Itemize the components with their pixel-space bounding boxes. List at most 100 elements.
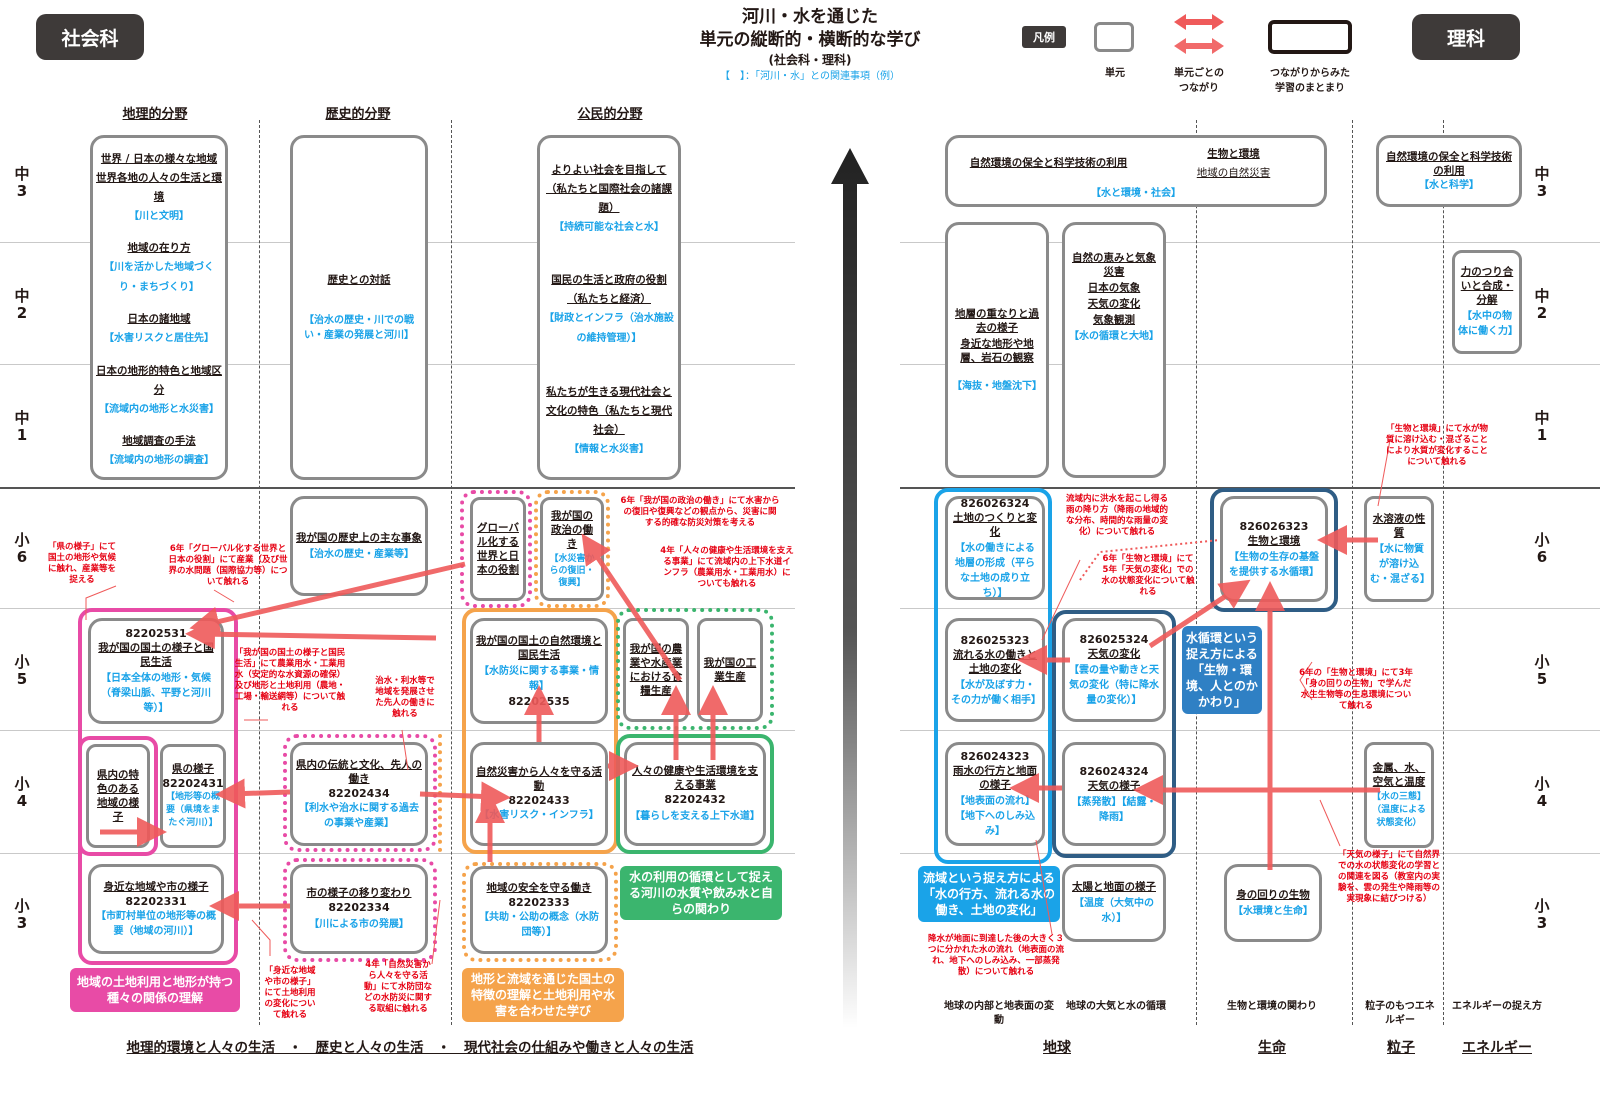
unit-title: 日本の諸地域 [127,313,191,326]
unit-title: 土地のつくりと変化 [953,511,1037,538]
unit-code: 826025324 [1079,633,1149,646]
unit-keyword: 【海抜・地盤沈下】 [952,380,1042,392]
column-geography: 地理的分野 [122,107,188,122]
scicol-energy: エネルギーの捉え方 [1452,1001,1542,1012]
group-e3-safe-orange-dotted [462,862,618,962]
unit-title: 地域調査の手法 [122,434,196,447]
unit-subtitle: 世界各地の人々の生活と環境 [96,172,222,204]
unit-code: 826026323 [1239,519,1309,533]
unit-subtitle: 日本の気象 [1087,282,1141,294]
unit-keyword: 【治水の歴史・産業等】 [304,548,414,560]
scicol-atmosphere: 地球の大気と水の循環 [1066,1001,1166,1012]
unit-title: 自然災害から人々を守る活動 [476,766,602,792]
leader-n9 [1041,559,1081,641]
unit-subtitle: 天気の変化 [1087,298,1141,310]
category-life: 生命 [1258,1040,1286,1056]
unit-title: 身の回りの生物 [1236,888,1310,901]
unit-title: 世界 / 日本の様々な地域 [100,153,218,166]
leader-n7 [251,919,271,956]
leader-n11 [1377,439,1391,507]
note-politics: 6年「我が国の政治の働き」にて水害からの復旧や復興などの観点から、災害に関する的… [620,496,780,528]
legend-link-text: 単元ごとの つながり [1174,68,1224,94]
link-dotted-weather-bio [1079,539,1221,581]
unit-c3-environment[interactable]: 自然環境の保全と科学技術の利用 生物と環境地域の自然災害 【水と環境・社会】 [945,135,1327,207]
unit-e3-life[interactable]: 身の回りの生物 【水環境と生命】 [1224,864,1322,942]
unit-jh-geography[interactable]: 世界 / 日本の様々な地域世界各地の人々の生活と環境【川と文明】 地域の在り方【… [90,135,228,480]
unit-c2-weather[interactable]: 自然の恵みと気象災害 日本の気象 天気の変化 気象観測 【水の循環と大地】 [1062,222,1166,478]
science-chip: 理科 [1412,14,1520,60]
unit-title: 太陽と地面の様子 [1072,881,1156,893]
unit-keyword: 【川を活かした地域づくり・まちづくり】 [104,262,214,294]
grade-label-c1-right: 中 1 [1534,409,1550,444]
unit-keyword: 【水環境と生命】 [1233,905,1313,917]
unit-title: 生物と環境 [1207,147,1260,160]
unit-subtitle: 身近な地形や地層、岩石の観察 [960,337,1034,364]
group-e5-green-dotted [616,608,774,730]
unit-code: 82202531 [125,627,187,640]
unit-keyword: 【川による市の発展】 [309,919,409,930]
scicol-life: 生物と環境の関わり [1227,1001,1317,1012]
grade-label-e6: 小 6 [14,531,30,566]
unit-e4-tradition[interactable]: 県内の伝統と文化、先人の働き 82202434 【利水や治水に関する過去の事業や… [290,742,428,846]
unit-keyword: 【水害リスクと居住先】 [104,333,214,345]
group-e4-green [616,734,774,854]
group-sci-navy [1052,610,1176,858]
link-e5nat-e5land [185,619,437,650]
unit-title: 我が国の国土の様子と国民生活 [98,642,214,668]
unit-title: 県の様子 [172,763,214,775]
unit-e6-solution[interactable]: 水溶液の性質 【水に物質が溶け込む・混ざる】 [1364,496,1434,602]
unit-e4-disaster[interactable]: 自然災害から人々を守る活動 82202433 【水害リスク・インフラ】 [470,742,608,846]
unit-code: 82202331 [125,894,187,908]
grade-label-c2-right: 中 2 [1534,287,1550,322]
unit-keyword: 【地形等の概要（県境をまたぐ河川）】 [166,792,221,828]
unit-c3-science[interactable]: 自然環境の保全と科学技術の利用 【水と科学】 [1376,135,1522,207]
unit-code: 82202434 [328,786,390,800]
leader-n4 [401,729,409,771]
unit-title: 国民の生活と政府の役割（私たちと経済） [551,274,667,306]
link-e5wea-e6bio [1148,579,1251,649]
unit-e4-metal[interactable]: 金属、水、空気と温度 【水の三態】（温度による状態変化） [1364,742,1434,848]
unit-e4-health[interactable]: 人々の健康や生活環境を支える事業 82202432 【暮らしを支える上下水道】 [624,742,766,846]
unit-title: 生物と環境 [1247,534,1301,547]
leader-n1 [85,585,117,620]
unit-keyword: 【生物の生存の基盤を提供する水循環】 [1229,551,1319,578]
unit-c1-geology[interactable]: 地層の重なりと過去の様子 身近な地形や地層、岩石の観察 【海抜・地盤沈下】 [945,222,1049,478]
grade-label-e4: 小 4 [14,775,30,810]
unit-e6-land[interactable]: 826026324 土地のつくりと変化 【水の働きによる地層の形成（平らな土地の… [945,496,1045,600]
grade-label-e3: 小 3 [14,897,30,932]
unit-keyword: 【水の働きによる地層の形成（平らな土地の成り立ち）】 [955,542,1035,599]
group-nat-orange [462,608,618,854]
unit-keyword: 【日本全体の地形・気候（脊梁山脈、平野と河川等）】 [101,673,211,714]
unit-title: 力のつり合いと合成・分解 [1460,266,1514,306]
note-predecessors: 治水・利水等で地域を発展させた先人の働きに触れる [375,676,435,719]
group-e6-pink-dotted [460,490,532,608]
unit-keyword: 【利水や治水に関する過去の事業や産業】 [299,802,419,829]
unit-e3-safety[interactable]: 地域の安全を守る働き 82202333 【共助・公助の概念（水防団等）】 [470,866,608,954]
unit-title: 日本の地形的特色と地域区分 [96,364,222,396]
banner-nature: 地形と流域を通じた国土の特徴の理解と土地利用や水害を合わせた学び [462,968,624,1022]
unit-jh-history[interactable]: 歴史との対話 【治水の歴史・川での戦い・産業の発展と河川】 [290,135,428,480]
grade-label-c3-right: 中 3 [1534,165,1550,200]
scicol-crust: 地球の内部と地表面の変動 [944,1001,1054,1026]
unit-e3-sun[interactable]: 太陽と地面の様子 【温度（大気中の水）】 [1062,864,1166,942]
scicol-particle: 粒子のもつエネルギー [1365,1001,1435,1026]
legend-group-icon [1268,20,1352,54]
unit-e3-local[interactable]: 身近な地域や市の様子 82202331 【市町村単位の地形等の概要（地域の河川）… [88,864,224,954]
link-e4trad-e4pref [215,778,291,809]
progression-arrow [831,148,869,1028]
unit-e5-weather[interactable]: 826025324 天気の変化 【雲の量や動きと天気の変化（特に降水量の変化）】 [1062,618,1166,722]
unit-keyword: 【水災害からの復旧・復興】 [549,554,595,588]
banner-water-cycle: 水循環という捉え方による「生物・環境、人とのかかわり」 [1182,626,1262,714]
unit-c2-force[interactable]: 力のつり合いと合成・分解 【水中の物体に働く力】 [1452,250,1522,354]
unit-title: 地層の重なりと過去の様子 [955,307,1039,334]
unit-e6-global[interactable]: グローバル化する世界と日本の役割 [470,497,526,601]
unit-title: 県内の特色のある地域の様子 [97,769,139,823]
unit-jh-civics[interactable]: よりよい社会を目指して（私たちと国際社会の諸課題）【持続可能な社会と水】 国民の… [537,135,681,480]
note-water-quality: 「生物と環境」にて水が物質に溶け込む・混ざることにより水質が変化することについて… [1385,424,1488,467]
unit-e3-city[interactable]: 市の様子の移り変わり 82202334 【川による市の発展】 [290,864,428,954]
unit-subtitle: 気象観測 [1093,314,1135,326]
note-flood-defense: 4年「自然災害から人々を守る活動」にて水防団などの水防災に関する取組に触れる [364,960,433,1014]
unit-title: 自然環境の保全と科学技術の利用 [969,157,1128,169]
legend-unit-icon [1094,22,1134,52]
unit-code: 82202432 [664,793,726,806]
